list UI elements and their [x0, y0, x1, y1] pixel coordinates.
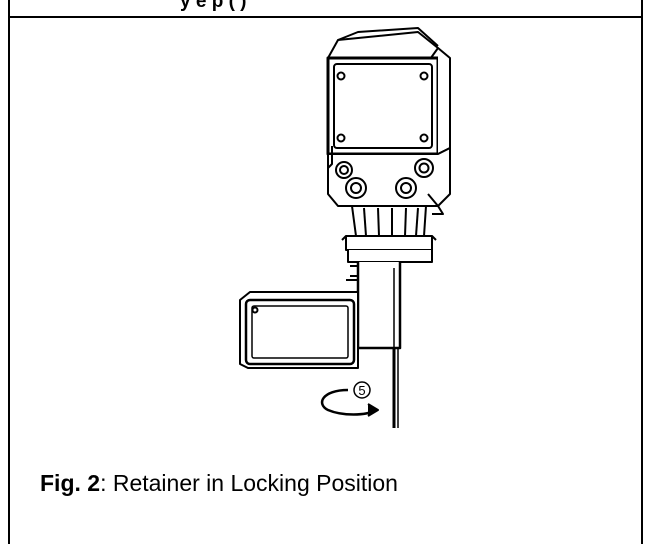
- caption-text: Retainer in Locking Position: [112, 470, 398, 496]
- cut-off-heading: y e p ( ): [180, 0, 247, 12]
- caption-label: Fig. 2: [40, 470, 101, 496]
- callout-number: 5: [358, 383, 365, 398]
- figure-caption: Fig. 2: Retainer in Locking Position: [40, 470, 398, 497]
- retainer-illustration: 5: [239, 27, 451, 428]
- caption-separator: :: [100, 470, 113, 496]
- frame-left-border: [8, 0, 10, 544]
- frame-top-border: [8, 16, 643, 18]
- frame-right-border: [641, 0, 643, 544]
